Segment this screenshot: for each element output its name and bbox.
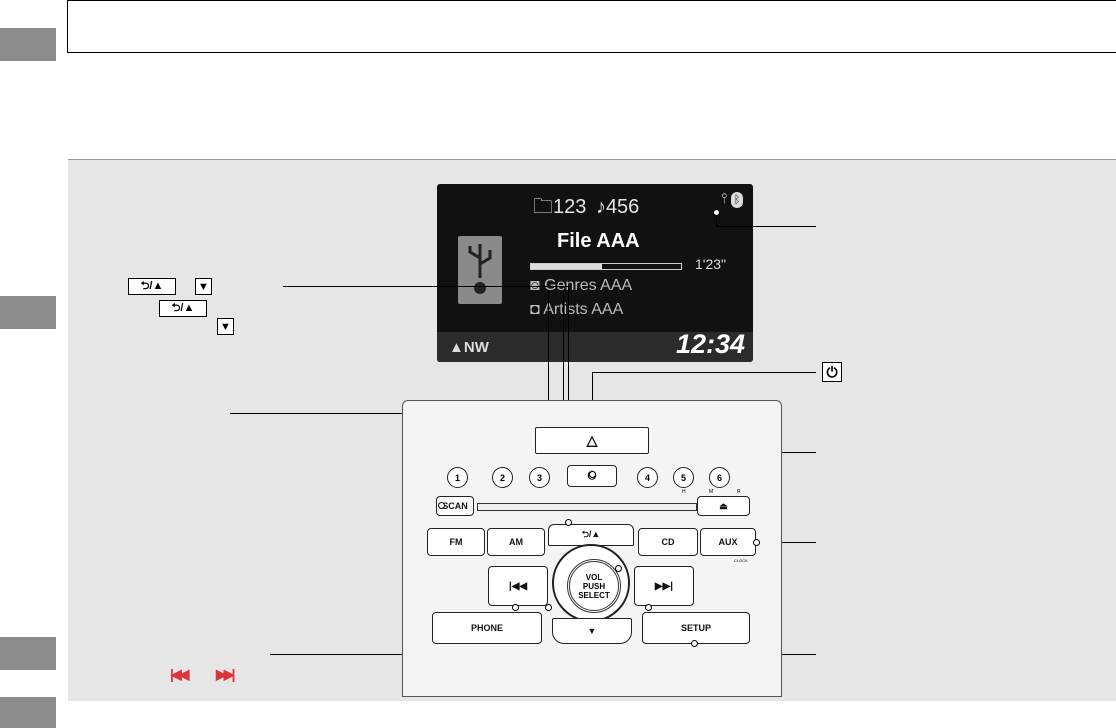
section-tab-top[interactable] xyxy=(0,28,56,61)
aux-button[interactable]: AUX xyxy=(700,528,756,556)
am-button[interactable]: AM xyxy=(487,528,545,556)
preset-2[interactable]: 2 xyxy=(492,467,513,488)
status-icons: ⫯ ᛒ xyxy=(721,190,743,208)
track-count: 456 xyxy=(605,196,640,218)
down-button[interactable]: ▼ xyxy=(552,618,632,644)
progress-bar xyxy=(530,263,682,270)
dot-down xyxy=(545,604,552,611)
compass-heading: ▲NW xyxy=(449,339,489,356)
knob-push: PUSH xyxy=(582,581,606,591)
preset-6[interactable]: 6 xyxy=(709,467,730,488)
dot-skip-back xyxy=(512,604,519,611)
knob-select: SELECT xyxy=(578,590,610,600)
leader-usb xyxy=(716,226,816,227)
dot-knob xyxy=(615,565,622,572)
dot-power xyxy=(589,471,596,478)
preset-sub-m: M xyxy=(709,489,714,495)
cd-slot xyxy=(477,503,697,511)
usb-source-icon xyxy=(458,236,502,304)
heading-text: NW xyxy=(463,339,489,356)
down-key-label-2: ▼ xyxy=(217,318,234,335)
back-key-label: ⮌/▲ xyxy=(128,278,176,295)
skip-forward-button[interactable]: ▶▶| xyxy=(634,566,694,606)
skip-back-button[interactable]: |◀◀ xyxy=(488,566,548,606)
music-note-icon: ♪ xyxy=(595,196,606,218)
power-key-label: ⏻ xyxy=(822,362,842,382)
preset-1[interactable]: 1 xyxy=(447,467,468,488)
folder-icon: 🗀 xyxy=(533,196,553,218)
header-rule-bottom xyxy=(67,52,1116,53)
genre-line: ◙ Genres AAA xyxy=(530,277,632,295)
progress-fill xyxy=(531,264,602,269)
dot-aux xyxy=(753,539,760,546)
media-counts: 🗀123 ♪456 xyxy=(533,192,639,226)
dot-scan xyxy=(438,502,445,509)
skip-forward-red-icon: ▶▶| xyxy=(216,666,236,682)
leader-usb-v xyxy=(716,212,717,226)
preset-sub-h: H xyxy=(682,489,686,495)
preset-3[interactable]: 3 xyxy=(529,467,550,488)
dot-usb xyxy=(713,209,720,216)
usb-status-icon: ⫯ xyxy=(721,190,728,206)
phone-button[interactable]: PHONE xyxy=(432,612,542,644)
clock: 12:34 xyxy=(675,329,745,359)
hazard-button[interactable]: △ xyxy=(535,427,649,454)
dot-skip-forward xyxy=(645,604,652,611)
skip-back-red-icon: |◀◀ xyxy=(170,666,190,682)
down-key-label: ▼ xyxy=(195,278,212,295)
artist-icon: ◘ xyxy=(530,301,540,318)
eject-button[interactable]: ⏏ xyxy=(697,496,750,516)
file-name: File AAA xyxy=(557,230,640,252)
back-up-button[interactable]: ⮌/▲ xyxy=(548,524,634,546)
artist-line: ◘ Artists AAA xyxy=(530,301,623,319)
elapsed-time: 1'23" xyxy=(695,256,727,272)
volume-select-knob[interactable]: VOL PUSH SELECT xyxy=(552,544,630,622)
bluetooth-icon: ᛒ xyxy=(731,192,743,208)
scan-button[interactable]: SCAN xyxy=(436,496,474,516)
cd-button[interactable]: CD xyxy=(638,528,698,556)
section-tab-lower[interactable] xyxy=(0,637,56,670)
knob-center: VOL PUSH SELECT xyxy=(567,559,621,613)
preset-4[interactable]: 4 xyxy=(637,467,658,488)
section-tab-bottom[interactable] xyxy=(0,697,56,728)
screen-status-bar: ▲NW 12:34 xyxy=(437,329,753,362)
artist-text: Artists AAA xyxy=(543,301,624,318)
leader-back-down xyxy=(283,286,568,287)
dot-setup xyxy=(691,640,698,647)
audio-display-screen: 🗀123 ♪456 ⫯ ᛒ File AAA 1'23" ◙ Genres AA… xyxy=(437,184,753,362)
preset-5[interactable]: 5 xyxy=(673,467,694,488)
back-key-label-2: ⮌/▲ xyxy=(159,300,207,317)
compass-arrow-icon: ▲ xyxy=(449,339,464,356)
genre-text: Genres AAA xyxy=(544,277,633,294)
folder-count: 123 xyxy=(553,196,587,218)
leader-aux xyxy=(756,542,816,543)
section-tab-mid[interactable] xyxy=(0,296,56,329)
setup-button[interactable]: SETUP xyxy=(642,612,750,644)
dot-up xyxy=(565,519,572,526)
genre-icon: ◙ xyxy=(530,277,540,294)
preset-sub-r: R xyxy=(737,489,741,495)
header-divider xyxy=(67,0,68,52)
knob-vol: VOL xyxy=(585,572,603,582)
fm-button[interactable]: FM xyxy=(427,528,485,556)
aux-sub-label: CLOCK xyxy=(734,558,748,563)
leader-power xyxy=(592,372,816,373)
leader-scan xyxy=(230,413,441,414)
header-rule-top xyxy=(67,0,1116,1)
